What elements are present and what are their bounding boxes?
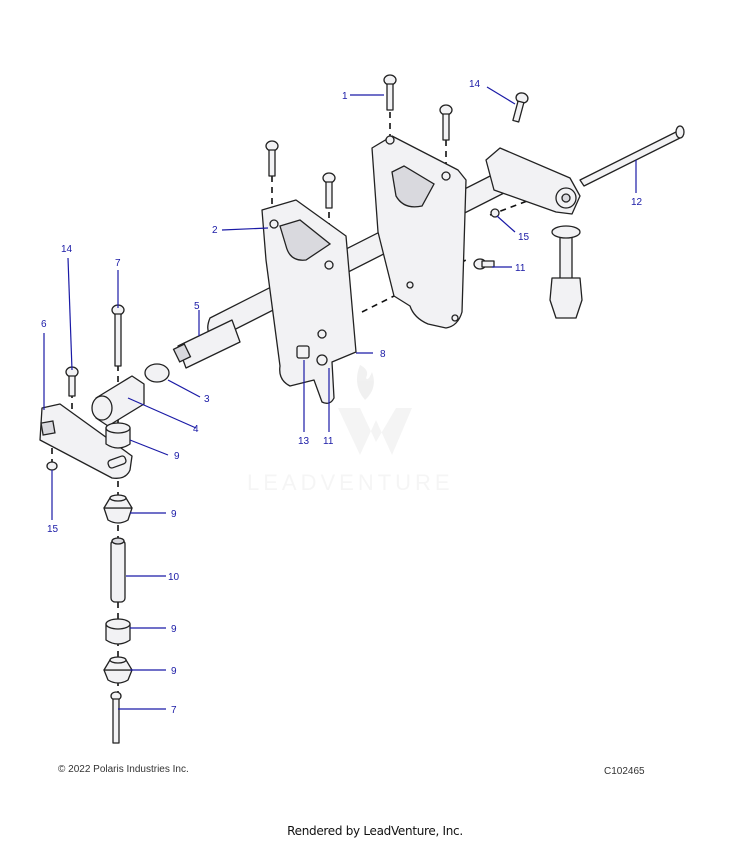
callout-9-a: 9: [174, 451, 180, 462]
callout-2: 2: [212, 225, 218, 236]
copyright-text: © 2022 Polaris Industries Inc.: [58, 764, 189, 775]
callout-13: 13: [298, 436, 310, 447]
callout-labels: 1 2 3 4 5 6 7 7 8 9 9 9 9 10 11 11 12 13…: [41, 79, 643, 716]
watermark-logo: LEADVENTURE: [247, 365, 454, 495]
callout-9-c: 9: [171, 624, 177, 635]
upper-arm-link: [485, 147, 583, 319]
callout-7-bottom: 7: [171, 705, 177, 716]
callout-3: 3: [204, 394, 210, 405]
callout-6: 6: [41, 319, 47, 330]
callout-14-right: 14: [469, 79, 481, 90]
watermark-text: LEADVENTURE: [247, 470, 454, 495]
diagram-code: C102465: [604, 766, 645, 777]
rendered-by-text: Rendered by LeadVenture, Inc.: [287, 824, 463, 838]
top-bolts: [265, 74, 529, 366]
callout-11-lower: 11: [323, 436, 334, 447]
callout-5: 5: [194, 301, 200, 312]
leader-lines: [43, 86, 637, 710]
callout-1: 1: [342, 91, 348, 102]
callout-15-right: 15: [518, 232, 530, 243]
callout-9-b: 9: [171, 509, 177, 520]
callout-12: 12: [631, 197, 643, 208]
callout-4: 4: [193, 424, 199, 435]
left-mount-bracket: [261, 199, 357, 404]
callout-8: 8: [380, 349, 386, 360]
callout-9-d: 9: [171, 666, 177, 677]
right-mount-bracket: [371, 135, 467, 329]
callout-7-top: 7: [115, 258, 121, 269]
callout-11-right: 11: [515, 263, 526, 274]
callout-14-left: 14: [61, 244, 73, 255]
callout-15-left: 15: [47, 524, 59, 535]
long-bolt: [579, 125, 685, 187]
left-assembly: [39, 304, 170, 479]
callout-10: 10: [168, 572, 180, 583]
